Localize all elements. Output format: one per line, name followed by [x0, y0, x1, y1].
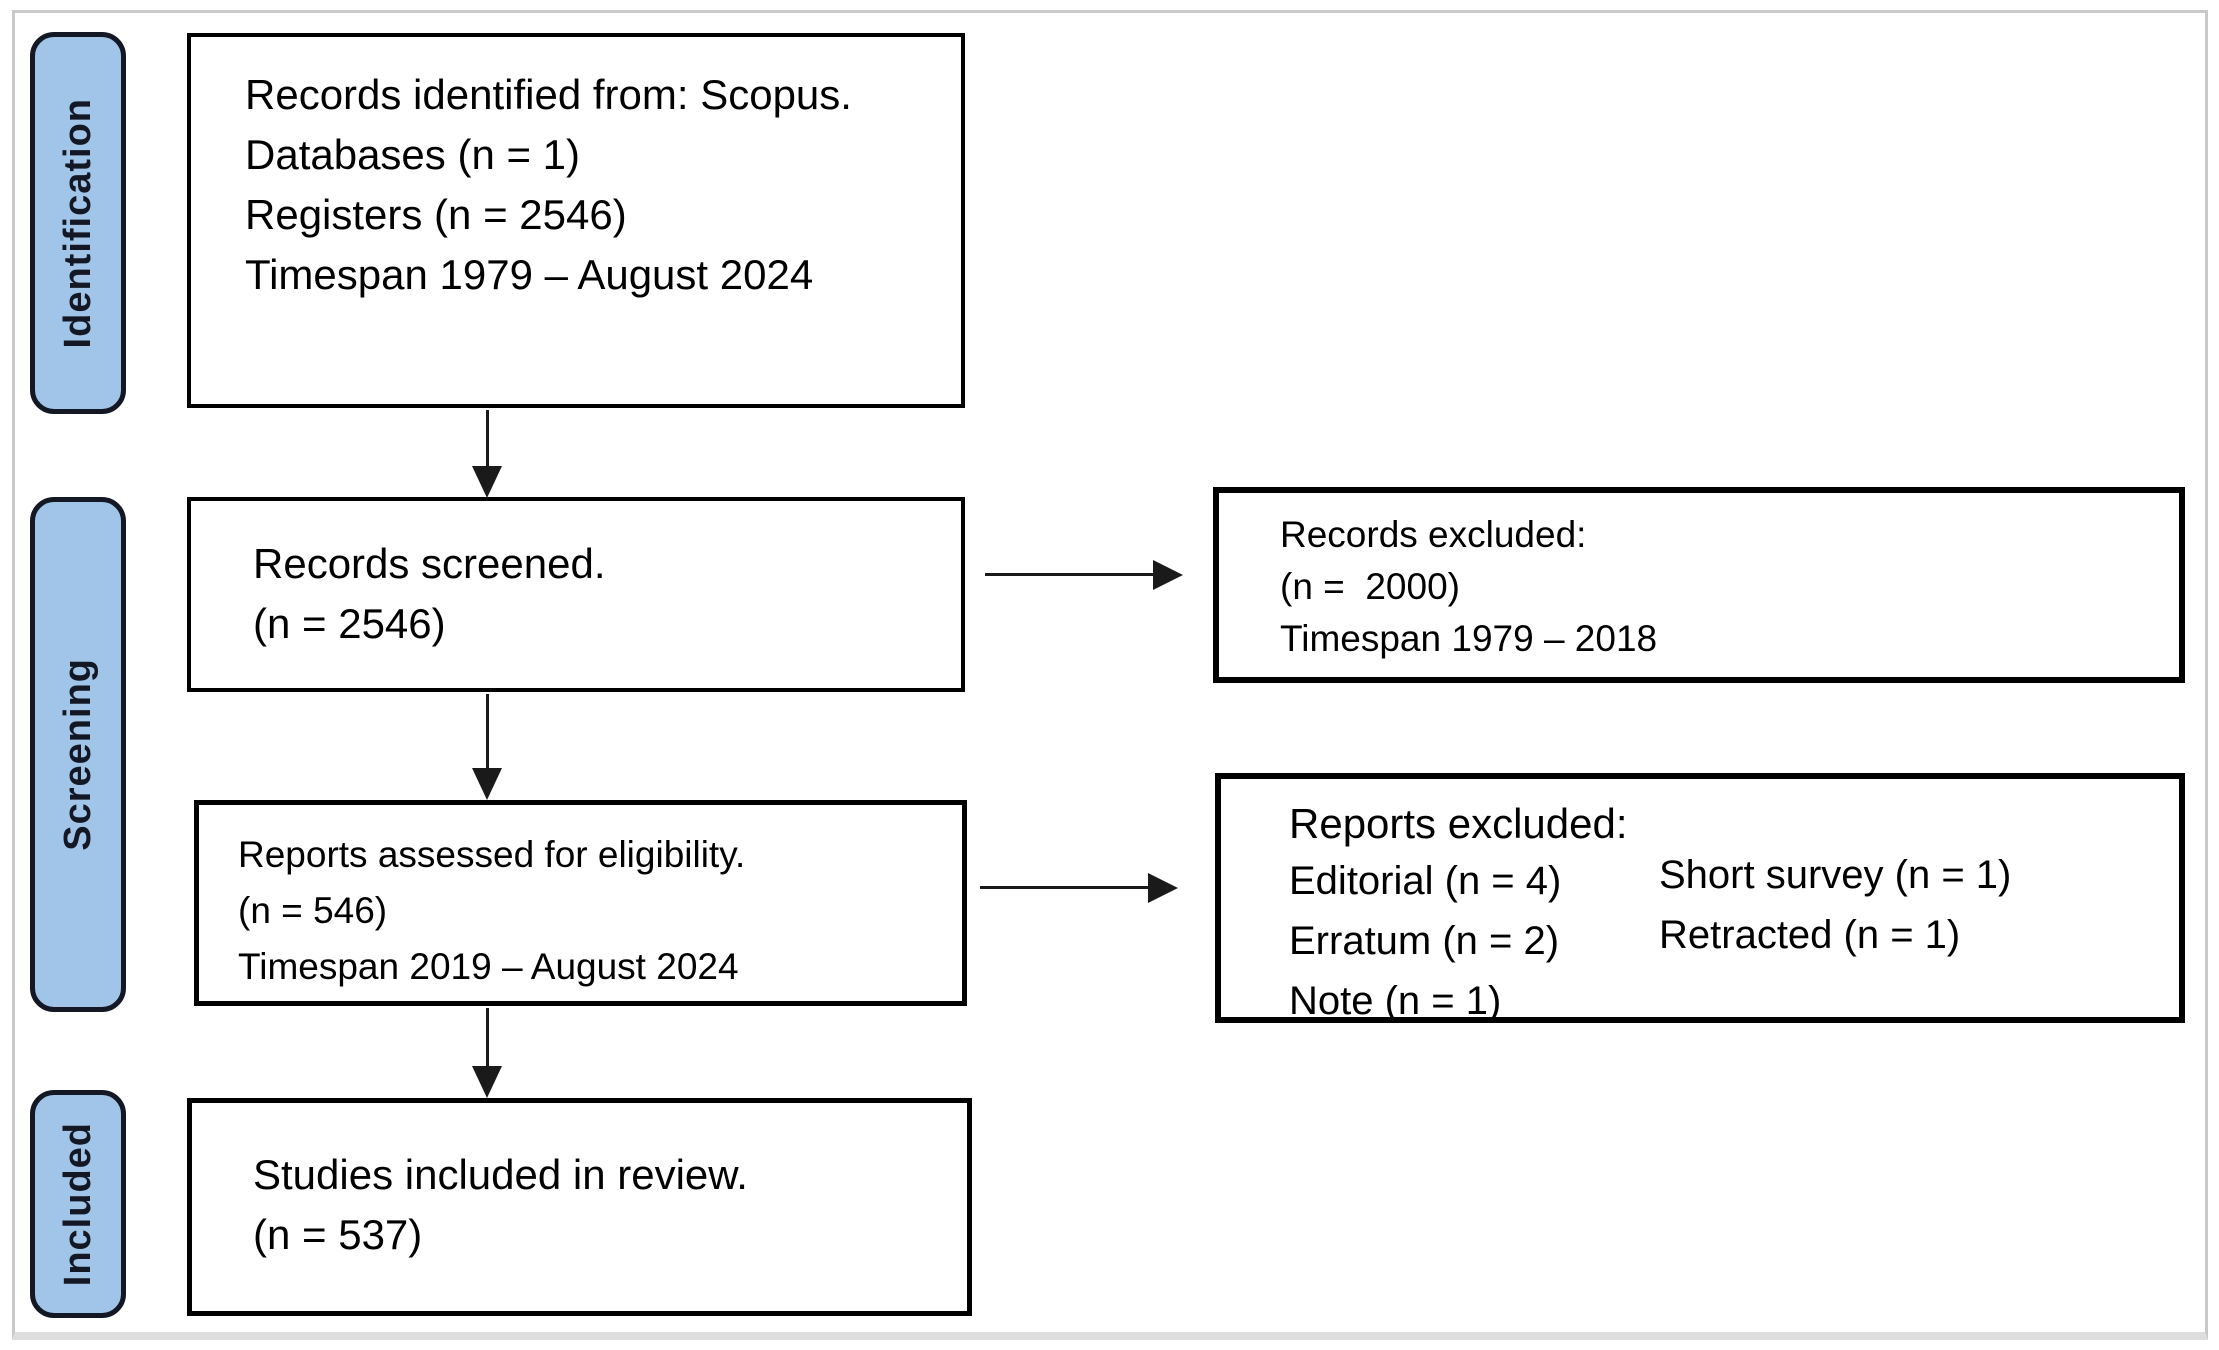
arrow-shaft	[486, 694, 489, 770]
box-text-line: (n = 546)	[238, 890, 388, 931]
exclusion-columns: Editorial (n = 4) Erratum (n = 2) Note (…	[1289, 851, 2159, 1031]
stage-pill-included: Included	[30, 1090, 126, 1318]
box-records-excluded: Records excluded: (n = 2000) Timespan 19…	[1213, 487, 2185, 683]
box-text-line: Databases (n = 1)	[245, 131, 581, 178]
box-records-screened: Records screened. (n = 2546)	[187, 497, 965, 692]
box-heading: Reports excluded:	[1289, 800, 1628, 847]
exclusion-column-2: Short survey (n = 1) Retracted (n = 1)	[1659, 845, 2011, 1031]
box-studies-included: Studies included in review. (n = 537)	[187, 1098, 972, 1316]
box-text-line: (n = 537)	[253, 1211, 423, 1258]
box-reports-assessed: Reports assessed for eligibility. (n = 5…	[194, 800, 967, 1006]
box-text-line: Studies included in review.	[253, 1151, 748, 1198]
arrow-shaft	[980, 886, 1150, 889]
arrowhead-right-icon	[1148, 873, 1178, 903]
arrowhead-right-icon	[1153, 560, 1183, 590]
stage-pill-screening: Screening	[30, 497, 126, 1012]
box-text-line: Timespan 1979 – 2018	[1280, 618, 1658, 659]
stage-label-identification: Identification	[56, 97, 99, 349]
box-text-line: Retracted (n = 1)	[1659, 913, 1961, 957]
stage-pill-identification: Identification	[30, 32, 126, 414]
box-text-line: Timespan 2019 – August 2024	[238, 946, 739, 987]
arrow-shaft	[486, 1008, 489, 1068]
stage-label-screening: Screening	[56, 658, 99, 851]
box-text-line: Registers (n = 2546)	[245, 191, 627, 238]
exclusion-column-1: Editorial (n = 4) Erratum (n = 2) Note (…	[1289, 851, 1659, 1031]
arrowhead-down-icon	[472, 1066, 502, 1098]
arrowhead-down-icon	[472, 466, 502, 498]
arrowhead-down-icon	[472, 768, 502, 800]
stage-label-included: Included	[56, 1121, 99, 1287]
box-text-line: (n = 2546)	[253, 600, 446, 647]
box-text-line: Reports assessed for eligibility.	[238, 834, 746, 875]
arrow-shaft	[486, 410, 489, 468]
box-text-line: Records identified from: Scopus.	[245, 71, 852, 118]
box-records-identified: Records identified from: Scopus. Databas…	[187, 33, 965, 408]
box-text-line: Erratum (n = 2)	[1289, 919, 1560, 963]
arrow-shaft	[985, 573, 1155, 576]
figure-border	[12, 10, 2208, 1340]
box-text-line: Editorial (n = 4)	[1289, 859, 1562, 903]
box-text-line: (n = 2000)	[1280, 566, 1460, 607]
box-text-line: Records screened.	[253, 540, 606, 587]
box-text-line: Timespan 1979 – August 2024	[245, 251, 814, 298]
box-text-line: Records excluded:	[1280, 514, 1587, 555]
box-text-line: Note (n = 1)	[1289, 979, 1502, 1023]
box-reports-excluded: Reports excluded: Editorial (n = 4) Erra…	[1215, 773, 2185, 1023]
box-text-line: Short survey (n = 1)	[1659, 853, 2012, 897]
